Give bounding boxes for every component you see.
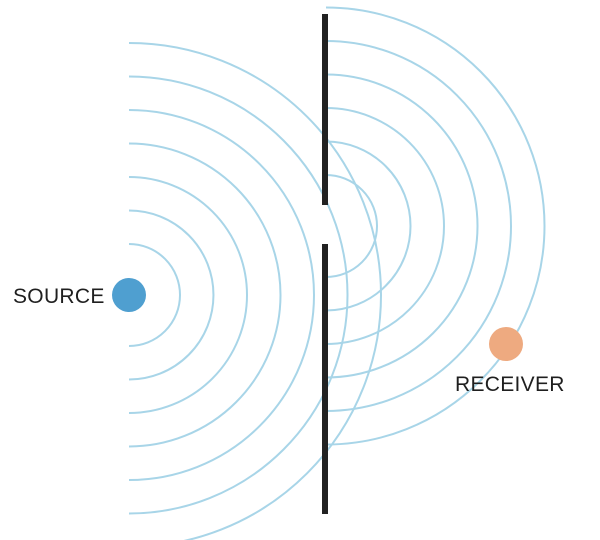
- incident-waves: [128, 42, 382, 540]
- receiver-label: RECEIVER: [455, 373, 565, 396]
- incident-wave-arc: [128, 176, 248, 414]
- receiver-dot: [489, 327, 523, 361]
- diffracted-wave-arc: [325, 107, 445, 345]
- diffracted-wave-arc: [325, 6, 546, 446]
- source-dot: [112, 278, 146, 312]
- incident-wave-arc: [128, 109, 315, 481]
- source-label: SOURCE: [13, 285, 105, 308]
- diffracted-waves: [325, 6, 546, 446]
- diffracted-wave-arc: [325, 40, 512, 412]
- diffracted-wave-arc: [325, 174, 378, 278]
- incident-wave-arc: [128, 209, 215, 381]
- diffracted-wave-arc: [325, 140, 412, 312]
- incident-wave-arc: [128, 142, 282, 448]
- incident-wave-arc: [128, 243, 181, 347]
- incident-wave-arc: [128, 75, 349, 515]
- diffracted-wave-arc: [325, 73, 479, 379]
- incident-wave-arc: [128, 42, 382, 540]
